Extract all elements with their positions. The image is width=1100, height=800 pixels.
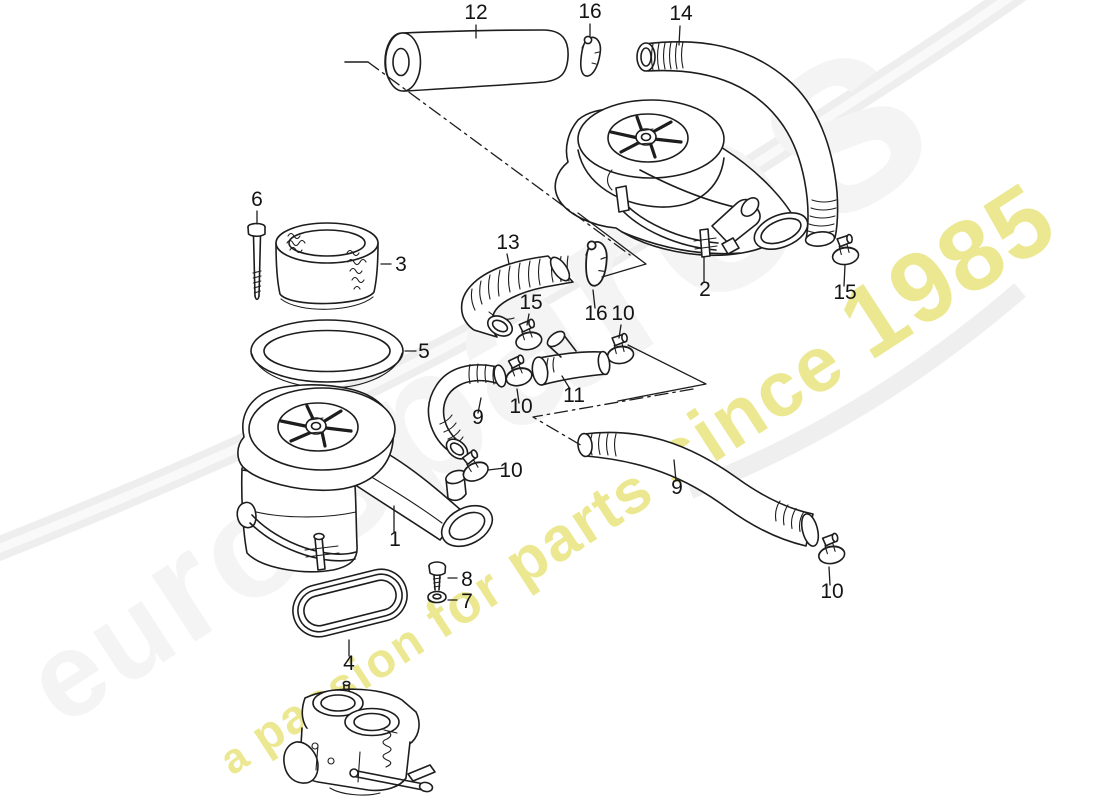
callout-6: 6 — [251, 188, 263, 211]
part-2-air-cleaner-assembly — [554, 99, 809, 258]
callout-15-mid: 15 — [519, 291, 542, 314]
callout-5: 5 — [418, 340, 430, 363]
callout-11: 11 — [563, 384, 585, 407]
callout-14: 14 — [669, 2, 693, 25]
callout-2: 2 — [699, 278, 711, 301]
part-10-clamp-d — [814, 531, 847, 567]
part-1-air-cleaner-assembly — [236, 384, 494, 573]
callout-15-right: 15 — [833, 281, 856, 304]
assembly-arrow-lower — [532, 344, 707, 448]
callout-9-a: 9 — [472, 406, 484, 429]
part-4-gasket — [292, 568, 408, 638]
callout-7: 7 — [461, 590, 473, 613]
callout-16-top: 16 — [578, 0, 601, 23]
part-7-nut — [427, 590, 447, 604]
part-11-t-hose — [531, 330, 611, 386]
part-9-hose-a — [427, 363, 507, 460]
callout-13: 13 — [496, 231, 519, 254]
callout-leaders — [256, 23, 846, 657]
part-3-filter-element — [275, 222, 379, 310]
callout-10-a: 10 — [611, 302, 634, 325]
part-14-hose — [636, 41, 839, 247]
callout-10-d: 10 — [820, 580, 843, 603]
watermark-swoosh-lower — [686, 283, 1026, 499]
callout-10-b: 10 — [509, 395, 532, 418]
callout-labels: 12 16 14 6 3 13 15 16 10 2 15 5 11 9 10 … — [251, 0, 857, 675]
part-16-wire-clamp-top — [579, 35, 602, 77]
callout-1: 1 — [389, 528, 401, 551]
part-9-hose-b — [577, 431, 820, 547]
carburetor — [283, 680, 436, 796]
callout-16-mid: 16 — [584, 302, 607, 325]
part-12-connecting-tube — [384, 29, 569, 92]
part-8-screw — [428, 561, 447, 591]
callout-10-c: 10 — [499, 459, 522, 482]
callout-4: 4 — [343, 652, 355, 675]
callout-9-b: 9 — [671, 476, 683, 499]
part-5-gasket-ring — [250, 319, 404, 389]
part-6-bolt — [247, 222, 266, 301]
callout-3: 3 — [395, 253, 407, 276]
part-13-hose — [460, 255, 574, 338]
callout-12: 12 — [464, 1, 487, 24]
assembly-arrow-upper — [344, 61, 647, 278]
watermark-swoosh-core — [0, 0, 1020, 560]
callout-8: 8 — [461, 568, 473, 591]
